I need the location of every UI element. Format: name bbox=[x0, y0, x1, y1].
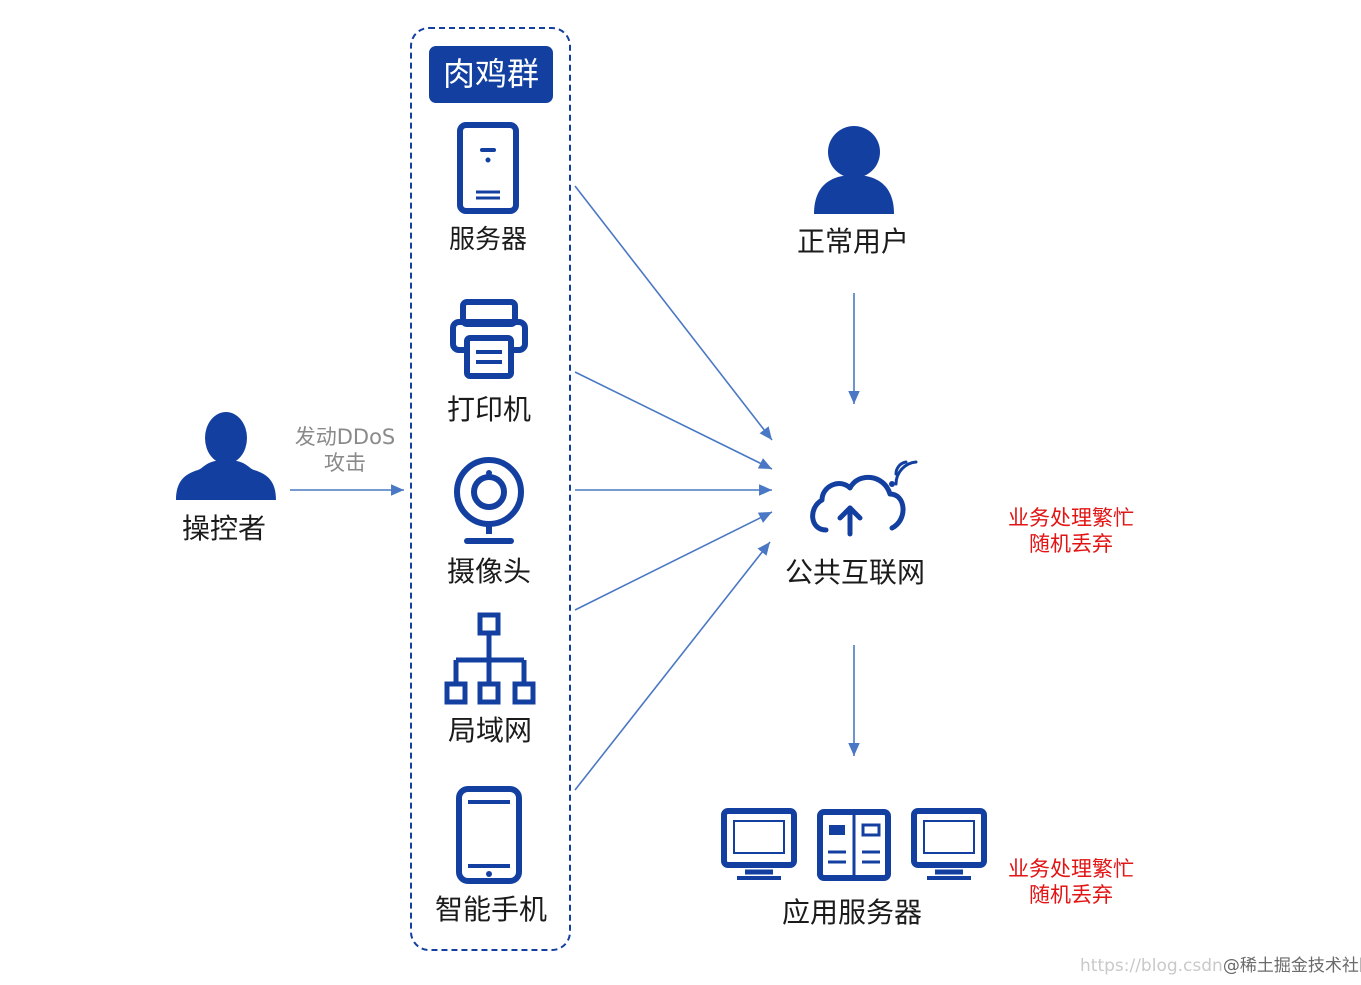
arrow-lan-to-internet bbox=[574, 511, 773, 611]
attack-label-line2: 攻击 bbox=[324, 451, 366, 475]
busy-note-internet: 业务处理繁忙 随机丢弃 bbox=[1008, 505, 1134, 557]
watermark: https://blog.csdn@稀土掘金技术社区 bbox=[1080, 955, 1361, 977]
arrow-printer-to-internet bbox=[574, 371, 773, 470]
device-label-webcam: 摄像头 bbox=[446, 555, 532, 588]
controller-label: 操控者 bbox=[181, 512, 267, 545]
busy-note-line1: 业务处理繁忙 bbox=[1008, 506, 1134, 530]
normal-user-icon bbox=[814, 126, 894, 214]
device-label-phone: 智能手机 bbox=[434, 893, 548, 926]
controller-person-icon bbox=[176, 412, 276, 500]
arrow-phone-to-internet bbox=[574, 541, 771, 791]
attack-label-line1: 发动DDoS bbox=[294, 425, 396, 449]
busy-note-line1: 业务处理繁忙 bbox=[1008, 857, 1134, 881]
printer-icon bbox=[450, 299, 528, 379]
busy-note-line2: 随机丢弃 bbox=[1029, 883, 1113, 907]
server-rack-icon bbox=[817, 809, 891, 881]
flow-arrows bbox=[290, 185, 860, 791]
watermark-site: @稀土掘金技术社区 bbox=[1222, 956, 1361, 976]
lan-topology-icon bbox=[444, 612, 536, 705]
monitor-left-icon bbox=[721, 808, 797, 880]
device-label-server: 服务器 bbox=[448, 225, 528, 255]
device-label-lan: 局域网 bbox=[447, 714, 533, 747]
monitor-right-icon bbox=[911, 808, 987, 880]
watermark-url: https://blog.csdn bbox=[1080, 956, 1223, 976]
busy-note-line2: 随机丢弃 bbox=[1029, 532, 1113, 556]
botnet-group-border bbox=[410, 27, 571, 951]
app-servers-label: 应用服务器 bbox=[781, 896, 923, 929]
normal-user-label: 正常用户 bbox=[796, 225, 910, 258]
webcam-icon bbox=[454, 457, 524, 544]
device-label-printer: 打印机 bbox=[446, 393, 532, 426]
arrow-server-to-internet bbox=[574, 185, 773, 441]
smartphone-icon bbox=[456, 786, 522, 884]
internet-label: 公共互联网 bbox=[784, 556, 926, 589]
server-tower-icon bbox=[457, 122, 519, 214]
attack-label: 发动DDoS 攻击 bbox=[295, 424, 396, 476]
cloud-internet-icon bbox=[810, 460, 918, 537]
busy-note-servers: 业务处理繁忙 随机丢弃 bbox=[1008, 856, 1134, 908]
botnet-title: 肉鸡群 bbox=[429, 46, 553, 103]
